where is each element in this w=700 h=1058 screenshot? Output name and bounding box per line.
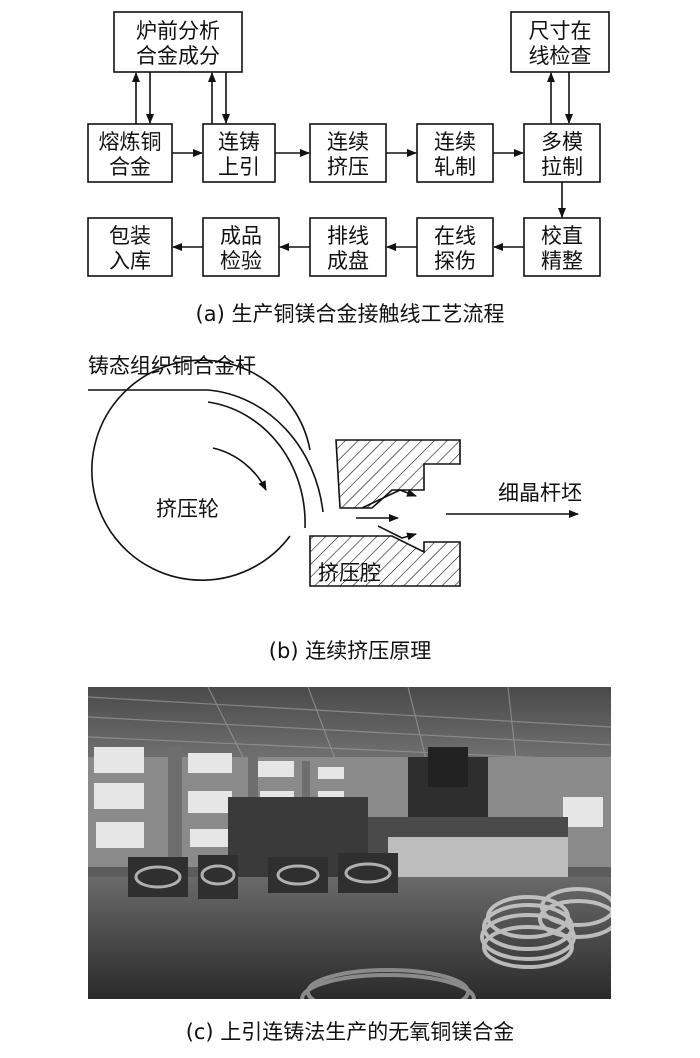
svg-text:上引: 上引 bbox=[218, 155, 260, 179]
svg-text:入库: 入库 bbox=[109, 249, 151, 273]
box-coil: 排线 成盘 bbox=[309, 217, 387, 277]
svg-text:连铸: 连铸 bbox=[218, 130, 260, 154]
box-extrude: 连续 挤压 bbox=[309, 123, 387, 183]
caption-c-wrapper: (c) 上引连铸法生产的无氧铜镁合金 bbox=[186, 1020, 515, 1044]
box-size-check: 尺寸在 线检查 bbox=[510, 11, 610, 73]
svg-text:轧制: 轧制 bbox=[434, 155, 476, 179]
box-inspect: 成品 检验 bbox=[202, 217, 280, 277]
svg-text:合金成分: 合金成分 bbox=[136, 44, 220, 68]
svg-text:校直: 校直 bbox=[541, 224, 583, 248]
flow-arrow-upper bbox=[361, 489, 417, 509]
svg-text:探伤: 探伤 bbox=[434, 249, 476, 273]
box-smelt: 熔炼铜 合金 bbox=[87, 123, 173, 183]
svg-text:在线: 在线 bbox=[434, 224, 476, 248]
svg-text:挤压: 挤压 bbox=[327, 155, 369, 179]
box-straighten: 校直 精整 bbox=[523, 217, 601, 277]
svg-text:检验: 检验 bbox=[220, 249, 262, 273]
svg-text:排线: 排线 bbox=[327, 224, 369, 248]
svg-text:连续: 连续 bbox=[327, 130, 369, 154]
svg-text:成盘: 成盘 bbox=[327, 249, 369, 273]
box-upcast: 连铸 上引 bbox=[202, 123, 276, 183]
process-flow-diagram: 炉前分析 合金成分 尺寸在 线检查 熔炼铜 合金 连铸 上引 连续 挤压 连续 … bbox=[87, 11, 610, 326]
svg-text:成品: 成品 bbox=[220, 224, 262, 248]
wheel-label: 挤压轮 bbox=[156, 497, 219, 521]
rod-path-outer bbox=[207, 389, 324, 513]
svg-text:多模: 多模 bbox=[541, 130, 583, 154]
box-multi-die: 多模 拉制 bbox=[523, 123, 601, 183]
extrusion-wheel bbox=[91, 359, 311, 581]
box-flaw: 在线 探伤 bbox=[416, 217, 494, 277]
svg-text:拉制: 拉制 bbox=[541, 155, 583, 179]
svg-text:合金: 合金 bbox=[109, 155, 151, 179]
svg-text:连续: 连续 bbox=[434, 130, 476, 154]
svg-text:线检查: 线检查 bbox=[529, 44, 592, 68]
output-label: 细晶杆坯 bbox=[498, 481, 582, 505]
svg-text:熔炼铜: 熔炼铜 bbox=[99, 130, 162, 154]
cavity-label: 挤压腔 bbox=[318, 561, 381, 585]
wheel-rotation-arrow bbox=[212, 447, 267, 491]
box-roll: 连续 轧制 bbox=[416, 123, 494, 183]
box-furnace-analysis: 炉前分析 合金成分 bbox=[113, 11, 243, 73]
caption-b: (b) 连续挤压原理 bbox=[269, 639, 431, 663]
factory-photo bbox=[88, 687, 611, 999]
lower-die bbox=[309, 535, 461, 587]
svg-text:精整: 精整 bbox=[541, 249, 583, 273]
caption-c: (c) 上引连铸法生产的无氧铜镁合金 bbox=[186, 1020, 515, 1044]
input-rod-label: 铸态组织铜合金杆 bbox=[88, 354, 256, 378]
flow-arrow-lower bbox=[377, 525, 417, 541]
rod-path-inner bbox=[207, 401, 306, 529]
box-pack: 包装 入库 bbox=[87, 217, 173, 277]
upper-die bbox=[335, 439, 461, 509]
svg-text:炉前分析: 炉前分析 bbox=[136, 19, 220, 43]
caption-a: (a) 生产铜镁合金接触线工艺流程 bbox=[196, 302, 505, 326]
extrusion-principle-diagram: 铸态组织铜合金杆 挤压轮 细晶杆坯 挤压腔 (b) 连续挤压原理 bbox=[88, 354, 582, 663]
svg-text:尺寸在: 尺寸在 bbox=[529, 19, 592, 43]
svg-text:包装: 包装 bbox=[109, 224, 151, 248]
